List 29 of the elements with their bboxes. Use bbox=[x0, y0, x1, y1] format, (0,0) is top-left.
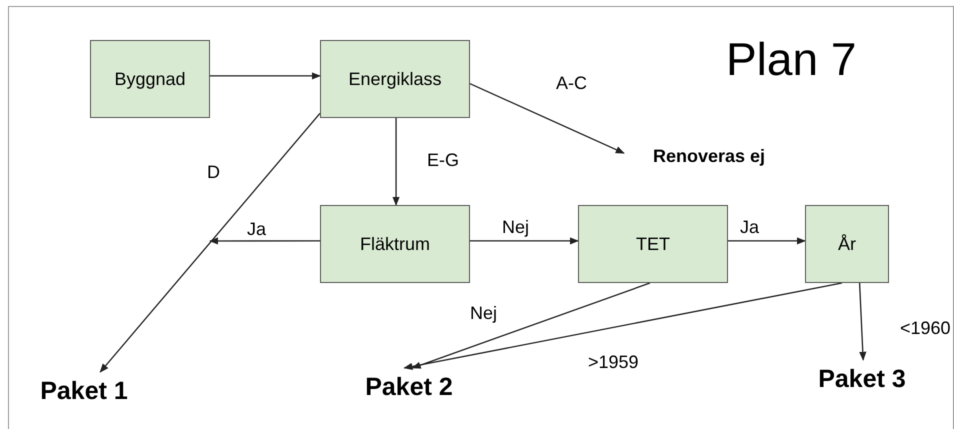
result-text: Paket 1 bbox=[26, 372, 142, 412]
arrow bbox=[209, 237, 320, 245]
arrow bbox=[392, 118, 400, 206]
process-box: År bbox=[805, 205, 889, 283]
process-box: TET bbox=[578, 205, 728, 283]
arrow bbox=[412, 282, 650, 369]
result-text: Paket 2 bbox=[350, 368, 468, 408]
edge-label: A-C bbox=[556, 74, 587, 92]
edge-label: Nej bbox=[470, 304, 498, 322]
arrow bbox=[858, 282, 866, 361]
arrow bbox=[470, 237, 579, 245]
edge-label: <1960 bbox=[900, 319, 951, 337]
result-text: Paket 3 bbox=[804, 360, 920, 400]
process-box: Fläktrum bbox=[320, 205, 470, 283]
edge-label: >1959 bbox=[588, 353, 639, 371]
arrow bbox=[100, 112, 320, 373]
arrow bbox=[403, 282, 842, 370]
process-box: Energiklass bbox=[320, 40, 470, 118]
arrow bbox=[210, 72, 321, 80]
edge-label: Ja bbox=[247, 220, 266, 238]
edge-label: D bbox=[207, 163, 220, 181]
edge-label: Ja bbox=[740, 218, 760, 236]
process-box: Byggnad bbox=[90, 40, 210, 118]
edge-label: Nej bbox=[502, 218, 530, 236]
edge-label: E-G bbox=[427, 151, 460, 169]
arrow bbox=[470, 83, 625, 154]
outcome-text: Renoveras ej bbox=[624, 142, 794, 170]
arrow bbox=[728, 237, 806, 245]
title: Plan 7 bbox=[726, 36, 856, 82]
